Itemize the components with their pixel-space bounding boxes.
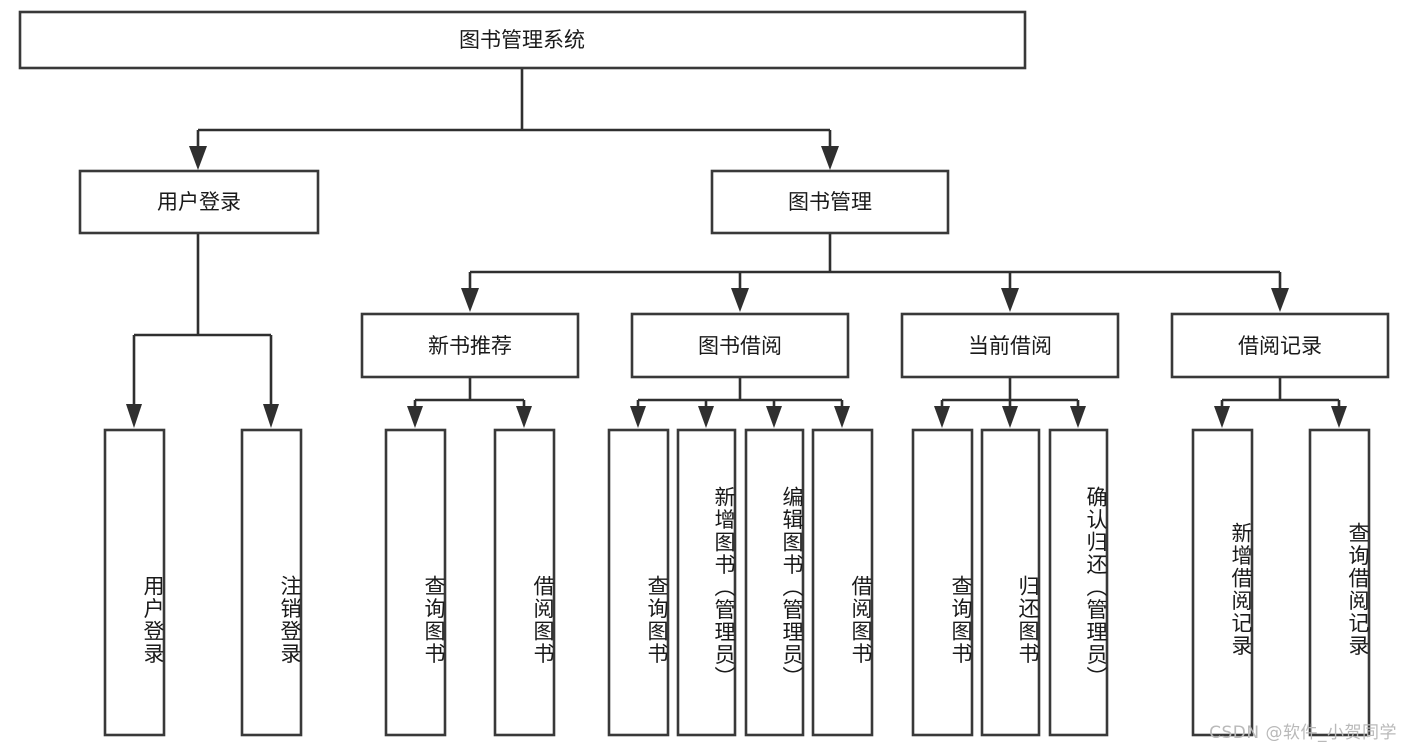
arrow-head-leaf-user-login — [126, 404, 142, 428]
node-leaf-borrow-book-2-box[interactable] — [811, 428, 874, 737]
node-leaf-query-record-box[interactable] — [1308, 428, 1371, 737]
node-book-manage-box[interactable] — [710, 169, 950, 235]
arrow-head-leaf-query-book-1 — [407, 406, 423, 428]
node-user-login-label: 用户登录 — [157, 190, 241, 214]
node-leaf-query-book-1-box[interactable] — [384, 428, 447, 737]
node-borrow-record[interactable]: 借阅记录 — [1170, 312, 1390, 379]
node-leaf-add-record-box[interactable] — [1191, 428, 1254, 737]
arrow-head-current-borrow — [1001, 288, 1019, 312]
watermark-text: CSDN @软件_小贺同学 — [1209, 723, 1397, 743]
node-root-label: 图书管理系统 — [459, 28, 585, 52]
node-current-borrow-box[interactable] — [900, 312, 1120, 379]
node-new-book-recommend-label: 新书推荐 — [428, 334, 512, 358]
node-leaf-user-login-box[interactable] — [103, 428, 166, 737]
arrow-head-leaf-return-book — [1002, 406, 1018, 428]
arrow-head-book-borrow — [731, 288, 749, 312]
node-book-manage-label: 图书管理 — [788, 190, 872, 214]
node-borrow-record-label: 借阅记录 — [1238, 334, 1322, 358]
connector-user-login-to-leaves — [126, 233, 279, 428]
node-book-manage[interactable]: 图书管理 — [710, 169, 950, 235]
node-leaf-edit-book-box[interactable] — [744, 428, 805, 737]
connector-current-borrow-to-leaves — [934, 377, 1086, 428]
arrow-head-leaf-query-book-2 — [630, 406, 646, 428]
arrow-head-leaf-confirm-return — [1070, 406, 1086, 428]
arrow-head-leaf-add-book — [698, 406, 714, 428]
connector-book-borrow-to-leaves — [630, 377, 850, 428]
connector-book-manage-to-level2 — [461, 233, 1289, 312]
arrow-head-leaf-query-book-3 — [934, 406, 950, 428]
arrow-head-book-manage — [821, 146, 839, 170]
connector-borrow-record-to-leaves — [1214, 377, 1347, 428]
connector-new-book-recommend-to-leaves — [407, 377, 532, 428]
node-new-book-recommend-box[interactable] — [360, 312, 580, 379]
arrow-head-leaf-borrow-book-2 — [834, 406, 850, 428]
node-root[interactable]: 图书管理系统 — [18, 10, 1027, 70]
node-book-borrow-box[interactable] — [630, 312, 850, 379]
node-leaf-query-book-3-box[interactable] — [911, 428, 974, 737]
node-leaf-return-book-box[interactable] — [980, 428, 1041, 737]
arrow-head-user-login — [189, 146, 207, 170]
node-current-borrow-label: 当前借阅 — [968, 334, 1052, 358]
node-user-login-box[interactable] — [78, 169, 320, 235]
node-root-box[interactable] — [18, 10, 1027, 70]
node-book-borrow-label: 图书借阅 — [698, 334, 782, 358]
arrow-head-leaf-query-record — [1331, 406, 1347, 428]
node-leaf-add-book-box[interactable] — [676, 428, 737, 737]
node-leaf-query-book-2-box[interactable] — [607, 428, 670, 737]
connector-root-to-level1 — [189, 68, 839, 170]
node-leaf-user-logout-box[interactable] — [240, 428, 303, 737]
node-leaf-confirm-return-box[interactable] — [1048, 428, 1109, 737]
arrow-head-borrow-record — [1271, 288, 1289, 312]
arrow-head-leaf-add-record — [1214, 406, 1230, 428]
arrow-head-leaf-edit-book — [766, 406, 782, 428]
arrow-head-leaf-borrow-book-1 — [516, 406, 532, 428]
node-user-login[interactable]: 用户登录 — [78, 169, 320, 235]
arrow-head-leaf-user-logout — [263, 404, 279, 428]
node-current-borrow[interactable]: 当前借阅 — [900, 312, 1120, 379]
node-leaf-borrow-book-1-box[interactable] — [493, 428, 556, 737]
node-new-book-recommend[interactable]: 新书推荐 — [360, 312, 580, 379]
node-borrow-record-box[interactable] — [1170, 312, 1390, 379]
node-book-borrow[interactable]: 图书借阅 — [630, 312, 850, 379]
arrow-head-new-book-recommend — [461, 288, 479, 312]
